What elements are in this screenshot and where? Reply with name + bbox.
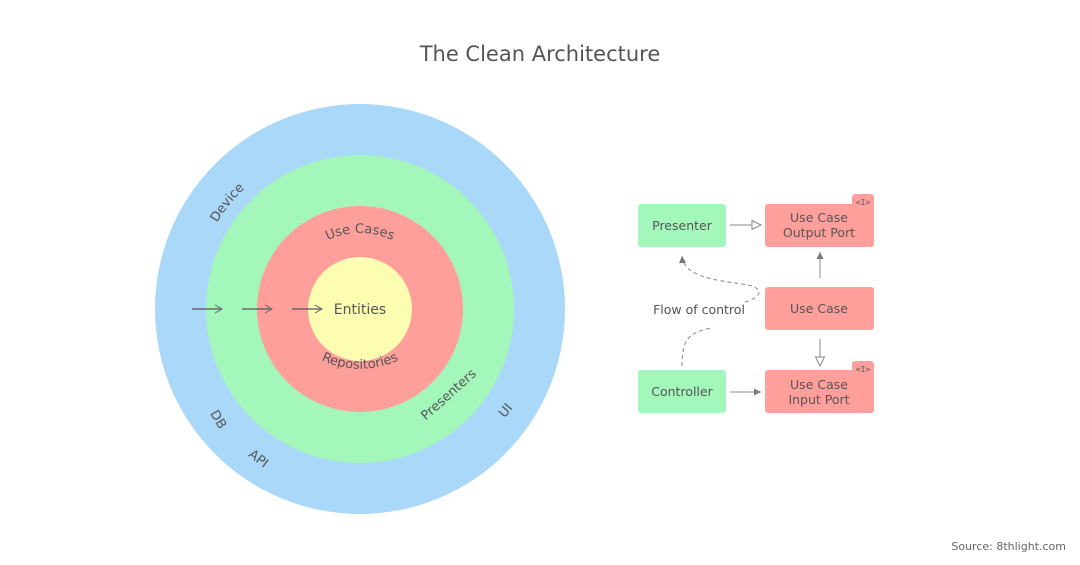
flow-of-control-curve-lower — [681, 327, 713, 367]
output-port-interface-tag: <I> — [856, 198, 871, 207]
input-port-interface-tag: <I> — [856, 365, 871, 374]
entities-label: Entities — [334, 302, 386, 318]
output-port-label-line1: Use Case — [790, 210, 848, 225]
use-cases-label: Use Cases — [323, 222, 397, 244]
output-port-label-line2: Output Port — [783, 225, 855, 240]
use-case-input-port-box: <I> Use Case Input Port — [765, 361, 874, 413]
controller-box: Controller — [638, 370, 726, 413]
controller-label: Controller — [651, 384, 713, 399]
presenter-box: Presenter — [638, 204, 726, 247]
flow-of-control-curve-upper — [679, 255, 760, 303]
input-port-label-line1: Use Case — [790, 377, 848, 392]
repositories-label: Repositories — [320, 350, 401, 373]
use-case-box: Use Case — [765, 287, 874, 330]
core-entities — [308, 257, 412, 361]
presenter-label: Presenter — [652, 218, 713, 233]
source-credit: Source: 8thlight.com — [951, 540, 1066, 553]
diagram-title: The Clean Architecture — [419, 42, 661, 66]
use-case-output-port-box: <I> Use Case Output Port — [765, 194, 874, 247]
input-port-label-line2: Input Port — [788, 392, 849, 407]
flow-of-control-label: Flow of control — [653, 302, 745, 317]
use-case-label: Use Case — [790, 301, 848, 316]
